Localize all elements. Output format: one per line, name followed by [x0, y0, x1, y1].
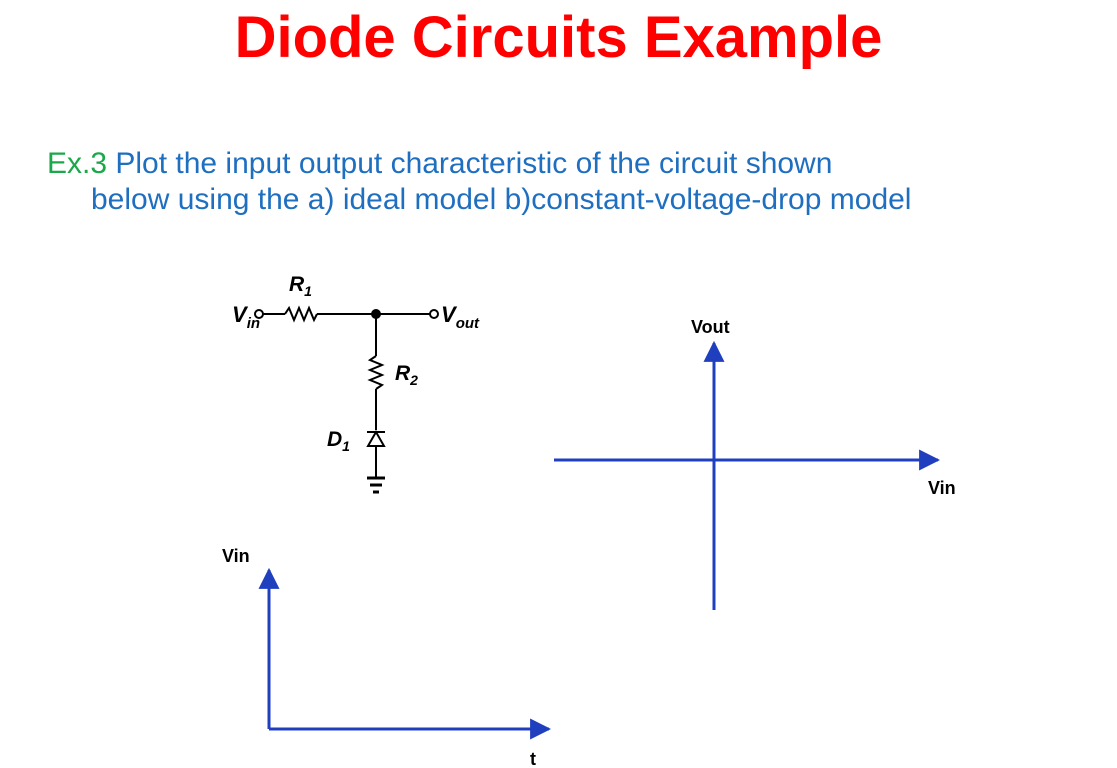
vin-label: Vin [232, 302, 260, 332]
vout-label: Vout [441, 302, 480, 332]
problem-line-1: Plot the input output characteristic of … [107, 147, 833, 180]
d1-diode-symbol [366, 429, 386, 447]
slide-title: Diode Circuits Example [234, 5, 883, 70]
r2-label: R2 [395, 362, 418, 388]
r1-resistor-symbol [284, 305, 318, 323]
transfer-y-label: Vout [691, 317, 730, 337]
r1-label: R1 [289, 273, 312, 299]
time-y-label: Vin [222, 546, 250, 566]
transfer-axes [554, 340, 941, 610]
problem-line-2: below using the a) ideal model b)constan… [91, 183, 912, 216]
problem-statement: Ex.3 Plot the input output characteristi… [47, 146, 1112, 218]
time-x-label: t [530, 749, 536, 768]
example-label: Ex.3 [47, 147, 108, 180]
circuit-schematic [254, 305, 439, 494]
d1-label: D1 [327, 428, 350, 454]
transfer-x-label: Vin [928, 478, 956, 498]
r2-resistor-symbol [367, 355, 385, 390]
time-axes [258, 567, 552, 740]
vout-terminal [429, 309, 439, 319]
